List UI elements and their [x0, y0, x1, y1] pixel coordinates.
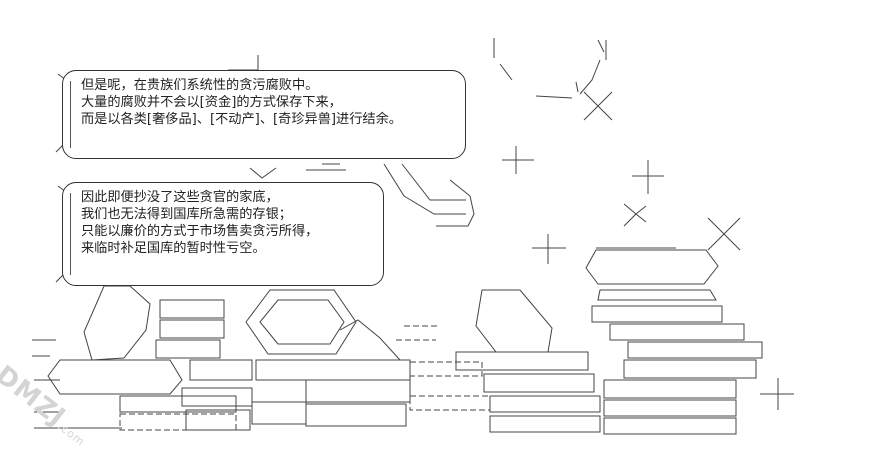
bubble-2-line-3: 只能以廉价的方式于市场售卖贪污所得， [81, 224, 319, 239]
sparkle-icons [502, 91, 794, 410]
treasure-pile [32, 247, 763, 435]
bubble-side-bar [70, 193, 71, 275]
bubble-2-line-4: 来临时补足国库的暂时性亏空。 [81, 241, 266, 256]
figure-outline [228, 38, 607, 227]
bubble-1-line-3: 而是以各类[奢侈品]、[不动产]、[奇珍异兽]进行结余。 [81, 112, 402, 127]
bubble-1-line-1: 但是呢，在贵族们系统性的贪污腐败中。 [81, 78, 319, 93]
bubble-2-line-2: 我们也无法得到国库所急需的存银； [81, 207, 292, 222]
bubble-2-line-1: 因此即便抄没了这些贪官的家底， [81, 190, 279, 205]
bubble-1-line-2: 大量的腐败并不会以[资金]的方式保存下来， [81, 95, 342, 110]
speech-bubble-2: 因此即便抄没了这些贪官的家底， 我们也无法得到国库所急需的存银； 只能以廉价的方… [62, 182, 384, 286]
speech-bubble-1: 但是呢，在贵族们系统性的贪污腐败中。 大量的腐败并不会以[资金]的方式保存下来，… [62, 70, 466, 159]
bubble-side-bar [70, 81, 71, 148]
